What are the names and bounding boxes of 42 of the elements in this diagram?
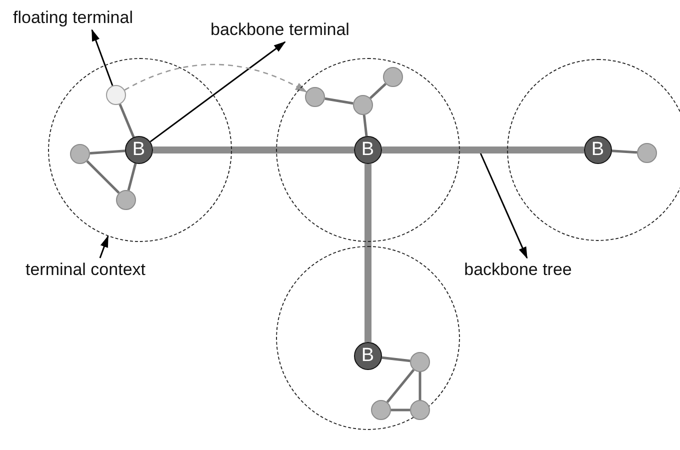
backbone-node: B: [124, 136, 153, 164]
context-circle: [48, 58, 232, 242]
edge-line: [127, 163, 137, 191]
context-circle: [507, 59, 680, 241]
edge-line: [362, 114, 368, 136]
edge-line: [382, 356, 410, 362]
edge-line: [118, 104, 135, 138]
floating-terminal-node: [106, 84, 126, 105]
backbone-node: B: [584, 136, 612, 164]
leader-line: [99, 235, 109, 258]
edge-line: [391, 408, 410, 412]
terminal-node: [636, 142, 657, 163]
leader-line: [150, 41, 286, 142]
terminal-node: [352, 94, 373, 115]
backbone-edge: [364, 164, 372, 342]
edge-line: [386, 369, 415, 403]
callout-label: floating terminal: [8, 6, 138, 30]
backbone-node: B: [354, 136, 382, 164]
terminal-node: [116, 190, 136, 210]
leader-line: [479, 152, 528, 259]
context-circle: [276, 58, 460, 242]
edge-line: [86, 160, 120, 194]
backbone-edge: [153, 146, 354, 154]
edge-line: [90, 150, 126, 155]
backbone-edge: [382, 146, 584, 154]
terminal-node: [304, 86, 325, 107]
backbone-node: B: [354, 342, 382, 370]
terminal-node: [410, 352, 430, 372]
terminal-node: [382, 66, 403, 87]
dashed-arrow: [124, 64, 308, 92]
callout-label: backbone tree: [458, 258, 578, 282]
callout-label: backbone terminal: [210, 18, 350, 42]
edge-line: [324, 97, 354, 105]
edge-line: [369, 82, 387, 100]
leader-line: [91, 29, 114, 86]
edge-line: [418, 372, 422, 400]
terminal-node: [410, 400, 430, 420]
edge-line: [612, 150, 638, 154]
terminal-node: [70, 144, 90, 164]
callout-label: terminal context: [18, 258, 153, 282]
context-circle: [276, 246, 460, 430]
terminal-node: [370, 400, 391, 420]
